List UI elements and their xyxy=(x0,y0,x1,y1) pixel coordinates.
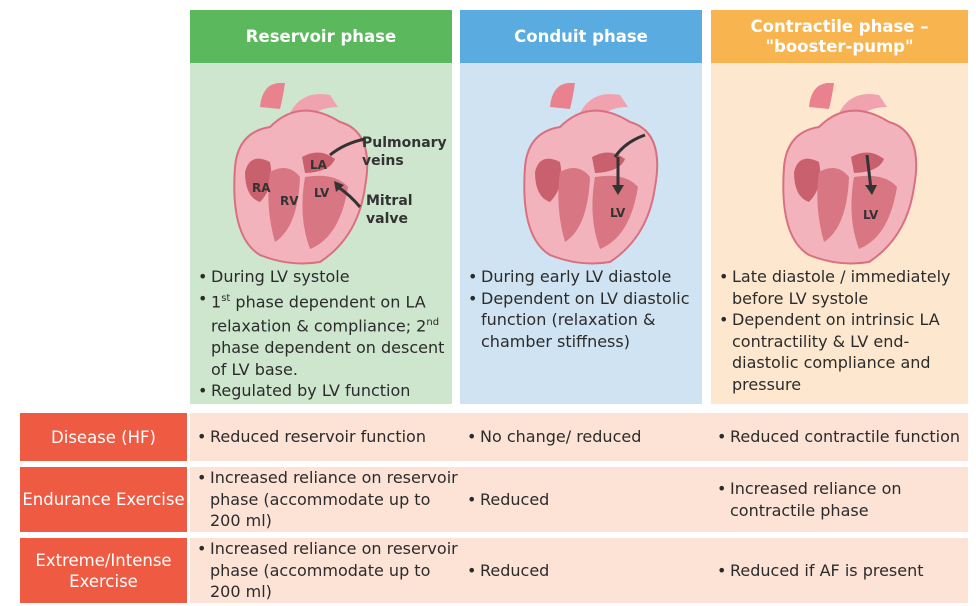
conduit-column: Conduit phase LV During early LV diastol… xyxy=(460,10,702,404)
lv-inflow-arrow xyxy=(865,154,873,190)
aorta-shape xyxy=(550,83,575,109)
lv-label: LV xyxy=(314,186,330,200)
row-label-disease: Disease (HF) xyxy=(20,413,187,461)
cell-text: Increased reliance on reservoir phase (a… xyxy=(197,538,459,603)
conduit-bullet-1: During early LV diastole xyxy=(468,266,696,288)
conduit-header: Conduit phase xyxy=(460,10,702,63)
row-extreme: Extreme/Intense Exercise Increased relia… xyxy=(20,538,968,603)
rv-chamber xyxy=(558,168,590,242)
cell-text: No change/ reduced xyxy=(467,426,641,448)
lv-chamber xyxy=(851,175,897,249)
mitral-label: Mitral xyxy=(366,193,413,209)
cell-text: Reduced xyxy=(467,489,549,511)
rv-chamber xyxy=(817,168,849,242)
conduit-title: Conduit phase xyxy=(514,26,648,46)
rv-chamber xyxy=(268,168,300,242)
contractile-body: LV Late diastole / immediately before LV… xyxy=(711,63,968,404)
reservoir-bullets: During LV systole 1st phase dependent on… xyxy=(198,266,446,402)
reservoir-header: Reservoir phase xyxy=(190,10,452,63)
conduit-bullet-2: Dependent on LV diastolic function (rela… xyxy=(468,288,696,353)
cell-extreme-conduit: Reduced xyxy=(467,538,709,603)
row-label-endurance: Endurance Exercise xyxy=(20,467,187,532)
contractile-bullets: Late diastole / immediately before LV sy… xyxy=(719,266,962,395)
pulmonary-arrow xyxy=(613,133,646,158)
cell-text: Increased reliance on contractile phase xyxy=(717,478,957,521)
pulmonary-label: Pulmonary xyxy=(362,135,447,151)
mitral-arrowhead xyxy=(334,181,344,192)
cell-disease-contractile: Reduced contractile function xyxy=(717,413,968,461)
pulmonary-arrow xyxy=(329,137,366,157)
lv-label: LV xyxy=(610,206,626,220)
lv-chamber xyxy=(592,175,638,249)
lv-inflow-arrowhead xyxy=(612,185,624,195)
conduit-bullets: During early LV diastole Dependent on LV… xyxy=(468,266,696,352)
la-chamber xyxy=(302,152,335,173)
cell-disease-conduit: No change/ reduced xyxy=(467,413,709,461)
heart-diagram-contractile: LV xyxy=(782,83,918,265)
row-label-extreme: Extreme/Intense Exercise xyxy=(20,538,187,603)
bullet-part: phase dependent on LA relaxation & compl… xyxy=(211,291,427,336)
rv-label: RV xyxy=(280,194,299,208)
contractile-bullet-2: Dependent on intrinsic LA contractility … xyxy=(719,309,962,395)
ra-label: RA xyxy=(252,181,271,195)
row-disease: Disease (HF) Reduced reservoir function … xyxy=(20,413,968,461)
cell-extreme-reservoir: Increased reliance on reservoir phase (a… xyxy=(197,538,459,603)
cell-text: Reduced contractile function xyxy=(717,426,960,448)
row-endurance: Endurance Exercise Increased reliance on… xyxy=(20,467,968,532)
reservoir-body: RA RV LA LV Pulmonary veins Mitral valve… xyxy=(190,63,452,404)
contractile-bullet-1: Late diastole / immediately before LV sy… xyxy=(719,266,962,309)
heart-diagram-conduit: LV xyxy=(523,83,659,265)
contractile-header: Contractile phase – "booster-pump" xyxy=(711,10,968,63)
cell-endurance-contractile: Increased reliance on contractile phase xyxy=(717,467,957,532)
cell-extreme-contractile: Reduced if AF is present xyxy=(717,538,968,603)
ra-chamber xyxy=(535,158,562,202)
aorta-shape xyxy=(809,83,834,109)
reservoir-bullet-3: Regulated by LV function xyxy=(198,380,446,402)
bullet-part: phase dependent on descent of LV base. xyxy=(211,338,445,379)
veins-label: veins xyxy=(362,153,404,169)
bullet-part: 1 xyxy=(211,291,222,311)
reservoir-bullet-2: 1st phase dependent on LA relaxation & c… xyxy=(198,288,446,381)
sup-nd: nd xyxy=(426,317,440,329)
lv-label: LV xyxy=(863,208,879,222)
cell-text: Reduced xyxy=(467,560,549,582)
reservoir-column: Reservoir phase RA RV LA LV Pulmonary ve… xyxy=(190,10,452,404)
lv-inflow-arrowhead xyxy=(865,185,877,195)
cell-endurance-reservoir: Increased reliance on reservoir phase (a… xyxy=(197,467,459,532)
la-label: LA xyxy=(310,158,328,172)
ra-chamber xyxy=(794,158,821,202)
reservoir-bullet-1: During LV systole xyxy=(198,266,446,288)
aorta-shape xyxy=(260,83,285,109)
reservoir-title: Reservoir phase xyxy=(245,26,397,46)
sup-st: st xyxy=(221,292,231,304)
cell-disease-reservoir: Reduced reservoir function xyxy=(197,413,459,461)
lv-chamber xyxy=(302,175,348,249)
contractile-title: Contractile phase – "booster-pump" xyxy=(750,16,929,56)
heart-diagram-reservoir: RA RV LA LV Pulmonary veins Mitral valve xyxy=(233,83,447,265)
cell-text: Increased reliance on reservoir phase (a… xyxy=(197,467,459,532)
cell-endurance-conduit: Reduced xyxy=(467,467,709,532)
contractile-column: Contractile phase – "booster-pump" LV La… xyxy=(711,10,968,404)
ra-chamber xyxy=(245,158,272,202)
cell-text: Reduced reservoir function xyxy=(197,426,426,448)
cell-text: Reduced if AF is present xyxy=(717,560,924,582)
valve-label: valve xyxy=(366,211,408,227)
conduit-body: LV During early LV diastole Dependent on… xyxy=(460,63,702,404)
